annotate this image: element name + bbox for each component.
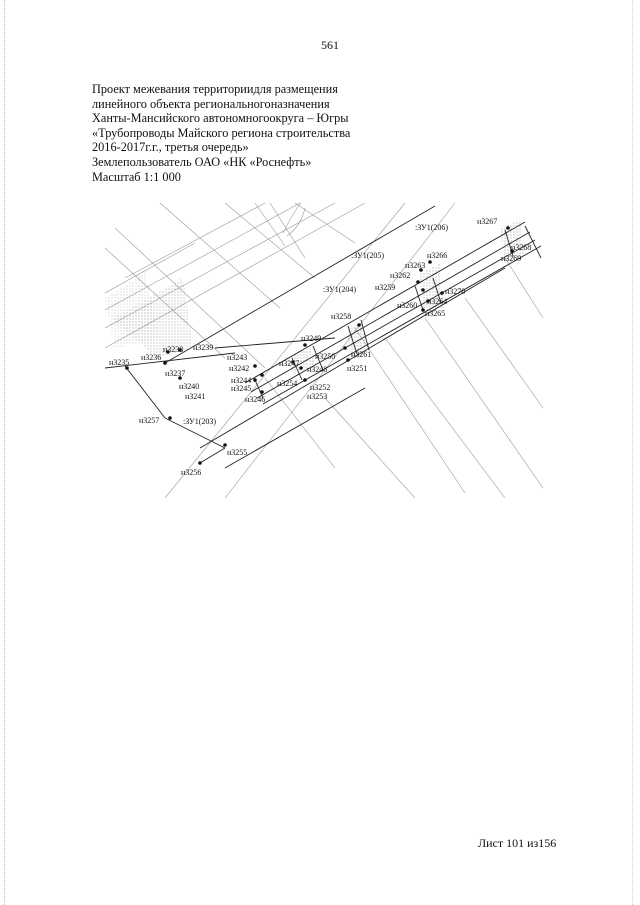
landowner-line: Землепользователь ОАО «НК «Роснефть»	[92, 154, 312, 169]
point-label: н3270	[445, 287, 465, 296]
point-label: н3254	[277, 379, 297, 388]
point-label: н3239	[193, 343, 213, 352]
point-label: н3269	[501, 254, 521, 263]
point-label: н3260	[397, 301, 417, 310]
point-label: н3244	[231, 376, 251, 385]
point-label: н3245	[231, 384, 251, 393]
title-line-3: Ханты-Мансийского автономногоокруга – Юг…	[92, 111, 349, 126]
page-number: 561	[321, 38, 339, 52]
point-label: н3235	[109, 358, 129, 367]
point-label: н3251	[347, 364, 367, 373]
point-label: н3264	[427, 297, 447, 306]
sheet-number: Лист 101 из156	[478, 836, 557, 850]
point-label: н3258	[331, 312, 351, 321]
parcel-label-204: :ЗУ1(204)	[323, 285, 356, 294]
point-label: н3262	[390, 271, 410, 280]
corridor-lines	[105, 205, 542, 469]
point-label: н3255	[227, 448, 247, 457]
title-line-4: «Трубопроводы Майского региона строитель…	[92, 125, 351, 140]
plan-drawing: :ЗУ1(206) :ЗУ1(205) :ЗУ1(204) :ЗУ1(203)	[105, 202, 544, 498]
point-label: н3248	[307, 365, 327, 374]
point-label: н3263	[405, 261, 425, 270]
point-label: н3252	[310, 383, 330, 392]
point-label: н3247	[279, 359, 299, 368]
point-label: н3242	[229, 364, 249, 373]
point-label: н3257	[139, 416, 159, 425]
scan-edge-right	[632, 0, 634, 905]
point-label: н3237	[165, 369, 185, 378]
survey-point-markers	[125, 226, 514, 465]
point-label: н3243	[227, 353, 247, 362]
point-label: н3268	[511, 243, 531, 252]
point-label: н3261	[351, 350, 371, 359]
point-label: н3265	[425, 309, 445, 318]
scale-line: Масштаб 1:1 000	[92, 169, 181, 184]
scan-edge-left	[4, 0, 6, 905]
point-label: н3256	[181, 468, 201, 477]
parcel-label-205: :ЗУ1(205)	[351, 251, 384, 260]
land-survey-plan: :ЗУ1(206) :ЗУ1(205) :ЗУ1(204) :ЗУ1(203)	[105, 198, 545, 498]
point-label: н3246	[245, 395, 265, 404]
parcel-labels: :ЗУ1(206) :ЗУ1(205) :ЗУ1(204) :ЗУ1(203)	[183, 223, 448, 426]
title-block: Проект межевания территориидля размещени…	[92, 82, 422, 184]
point-label: н3238	[163, 345, 183, 354]
survey-point-labels: н3267 н3268 н3269 н3266 н3263 н3262 н325…	[109, 217, 531, 477]
point-label: н3253	[307, 392, 327, 401]
point-label: н3266	[427, 251, 447, 260]
point-label: н3241	[185, 392, 205, 401]
parcel-label-206: :ЗУ1(206)	[415, 223, 448, 232]
point-label: н3236	[141, 353, 161, 362]
point-label: н3267	[477, 217, 497, 226]
parcel-label-203: :ЗУ1(203)	[183, 417, 216, 426]
title-line-5: 2016-2017г.г., третья очередь»	[92, 140, 249, 155]
point-label: н3250	[315, 352, 335, 361]
title-line-1: Проект межевания территориидля размещени…	[92, 82, 338, 96]
point-label: н3259	[375, 283, 395, 292]
title-line-2: линейного объекта региональногоназначени…	[92, 96, 330, 111]
point-label: н3240	[179, 382, 199, 391]
point-label: н3249	[301, 334, 321, 343]
